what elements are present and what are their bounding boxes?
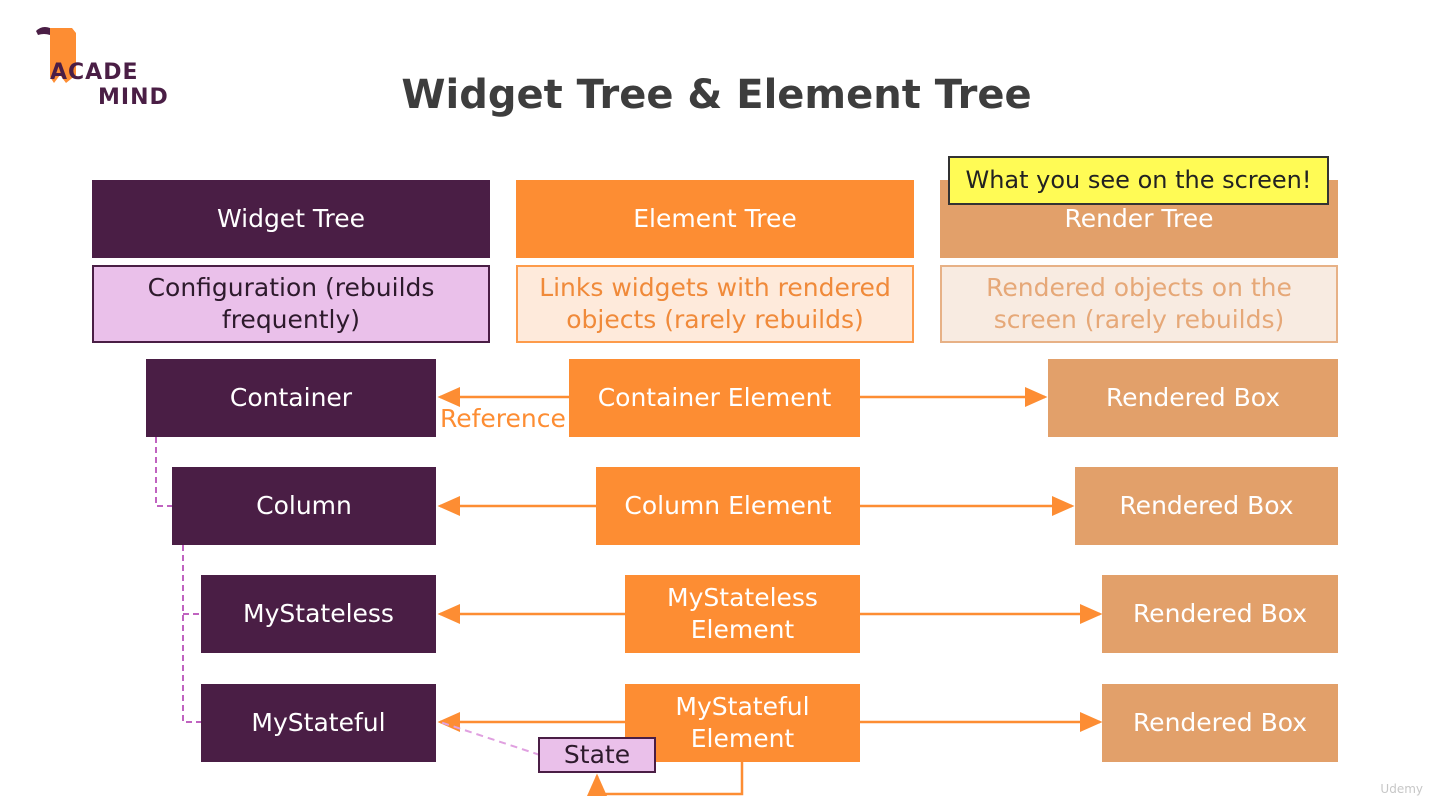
academind-logo-icon bbox=[36, 27, 76, 83]
state-to-widget-link bbox=[439, 721, 541, 756]
reference-label: Reference bbox=[440, 404, 566, 433]
element-column: Column Element bbox=[596, 467, 860, 545]
widget-tree-description: Configuration (rebuilds frequently) bbox=[92, 265, 490, 343]
widget-mystateless: MyStateless bbox=[201, 575, 436, 653]
logo-text-line1: ACADE bbox=[50, 60, 139, 85]
element-mystateless: MyStateless Element bbox=[625, 575, 860, 653]
element-to-state-arrow bbox=[587, 762, 744, 796]
state-box: State bbox=[538, 737, 656, 773]
slide-title: Widget Tree & Element Tree bbox=[401, 72, 1032, 118]
widget-container: Container bbox=[146, 359, 436, 437]
tree-link-container-column bbox=[155, 437, 172, 507]
element-container: Container Element bbox=[569, 359, 860, 437]
render-box-container: Rendered Box bbox=[1048, 359, 1338, 437]
render-box-mystateful: Rendered Box bbox=[1102, 684, 1338, 762]
render-box-mystateless: Rendered Box bbox=[1102, 575, 1338, 653]
widget-mystateful: MyStateful bbox=[201, 684, 436, 762]
element-tree-header: Element Tree bbox=[516, 180, 914, 258]
render-box-column: Rendered Box bbox=[1075, 467, 1338, 545]
element-mystateful: MyStateful Element bbox=[625, 684, 860, 762]
udemy-watermark: Udemy bbox=[1380, 782, 1423, 796]
widget-column: Column bbox=[172, 467, 436, 545]
academind-logo: ACADE MIND bbox=[30, 25, 190, 115]
widget-tree-header: Widget Tree bbox=[92, 180, 490, 258]
element-tree-description: Links widgets with rendered objects (rar… bbox=[516, 265, 914, 343]
logo-text-line2: MIND bbox=[98, 85, 169, 110]
tree-link-column-children bbox=[182, 545, 201, 723]
render-tree-description: Rendered objects on the screen (rarely r… bbox=[940, 265, 1338, 343]
screen-sticky-note: What you see on the screen! bbox=[948, 156, 1329, 205]
